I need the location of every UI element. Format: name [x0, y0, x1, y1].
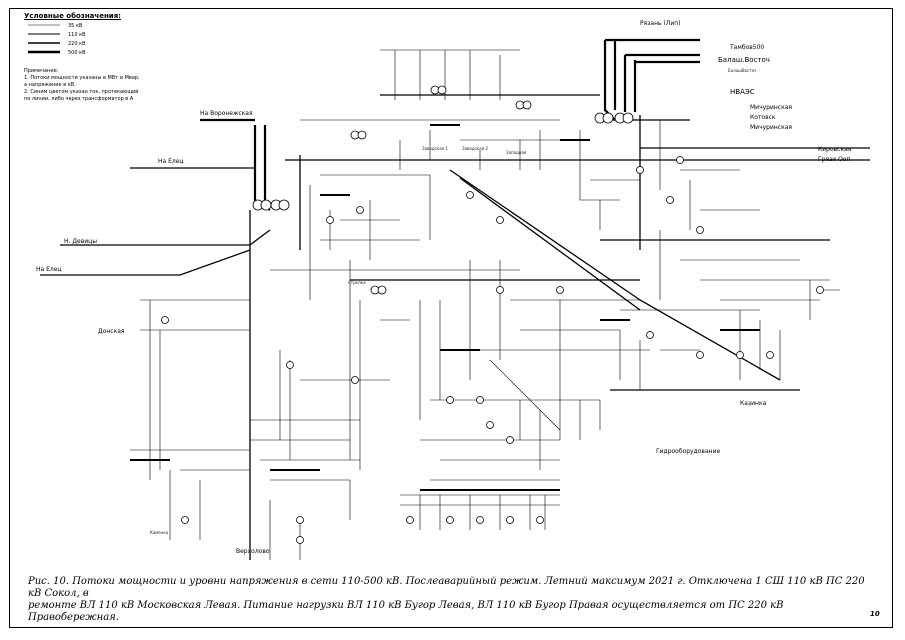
- direction-verkhovye: Верхолово: [236, 548, 270, 555]
- direction-kirovskaya: Кировская: [818, 146, 852, 153]
- figure-caption: Рис. 10. Потоки мощности и уровни напряж…: [28, 576, 868, 624]
- lines-110kv: [130, 49, 840, 560]
- caption-line-1: Рис. 10. Потоки мощности и уровни напряж…: [28, 576, 865, 599]
- note-line-1: 1. Потоки мощности указаны в МВт и Мвар,: [24, 75, 140, 81]
- transformer-symbols: [161, 85, 824, 544]
- direction-michurinsk-2: Мичуринская: [750, 124, 793, 131]
- direction-michurinsk-1: Мичуринская: [750, 104, 793, 111]
- note-line-4: по линии, либо через трансформатор в А: [24, 96, 134, 102]
- legend-item-110kv: 110 кВ: [68, 32, 86, 38]
- substation-strelka: Стрелка: [348, 280, 366, 285]
- direction-kotovsk: Котовск: [750, 114, 776, 121]
- note-line-2: а напряжение в кВ.: [24, 82, 76, 88]
- direction-voronezhskaya: На Воронежская: [200, 110, 253, 117]
- legend-title: Условные обозначения:: [24, 12, 121, 20]
- substation-zapadnaya: Западная: [506, 150, 527, 155]
- direction-balash: Балаш.Восточ: [718, 56, 770, 64]
- direction-donskaya: Донская: [98, 328, 125, 335]
- page-number: 10: [870, 610, 880, 618]
- direction-kazinka: Казинка: [740, 400, 767, 407]
- direction-elets-1: На Елец: [158, 158, 184, 165]
- substation-kamenka: Каменка: [150, 530, 169, 535]
- caption-line-2: ремонте ВЛ 110 кВ Московская Левая. Пита…: [28, 600, 784, 623]
- legend-line-samples: [28, 24, 60, 54]
- direction-tambov: Тамбов500: [730, 44, 765, 51]
- note-heading: Примечание:: [24, 68, 59, 74]
- direction-gryazi: Грязи Ооп: [818, 156, 851, 163]
- direction-elets-2: На Елец: [36, 266, 62, 273]
- legend-item-35kv: 35 кВ: [68, 23, 83, 29]
- direction-gidro: Гидрооборудование: [656, 448, 721, 455]
- page-frame: [9, 8, 893, 628]
- direction-ryazan: Рязань (Лип): [640, 20, 681, 27]
- direction-devitsa: Н. Девицы: [64, 238, 97, 245]
- note-line-3: 2. Синим цветом указан ток, протекающий: [24, 89, 139, 95]
- substation-zavodskaya-1: Заводская 1: [422, 146, 448, 151]
- substation-zavodskaya-2: Заводская 2: [462, 146, 488, 151]
- legend-item-500kv: 500 кВ: [68, 50, 86, 56]
- direction-balash-small: БалашВосточ: [728, 68, 757, 73]
- legend-item-220kv: 220 кВ: [68, 41, 86, 47]
- bus-bars: [130, 124, 760, 491]
- direction-nvaes: НВАЭС: [730, 88, 755, 96]
